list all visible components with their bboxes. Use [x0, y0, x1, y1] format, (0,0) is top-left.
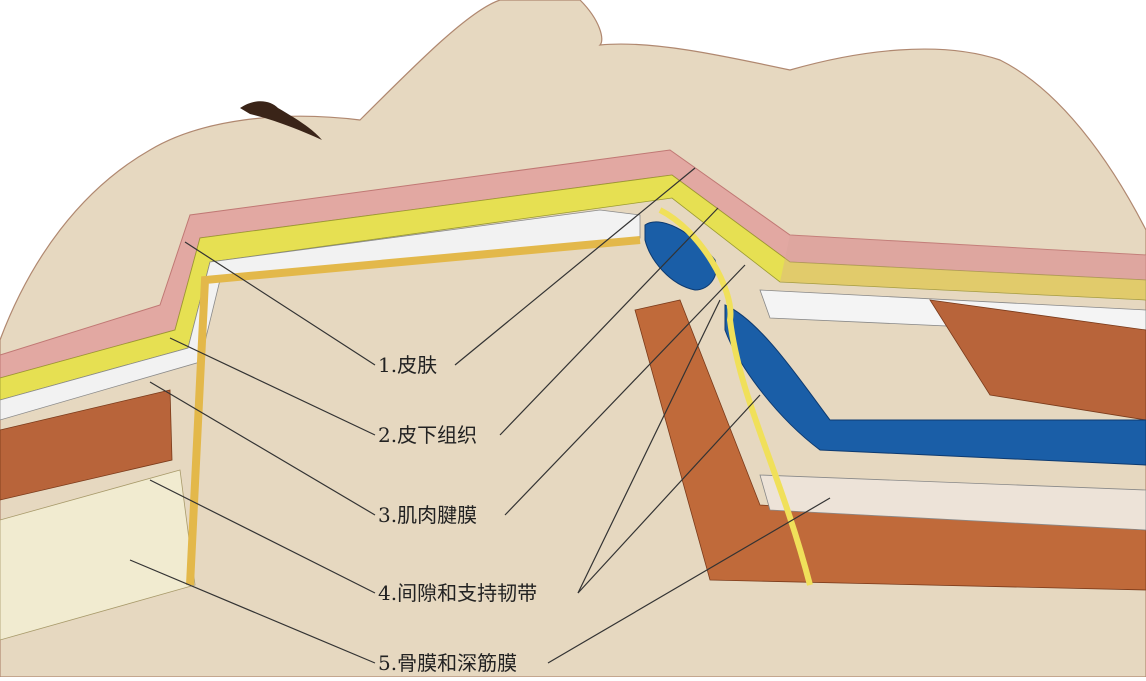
periosteum-left: [186, 236, 641, 586]
muscle-right: [929, 299, 1146, 421]
label-periosteum-deep-fascia: 5.骨膜和深筋膜: [378, 651, 518, 675]
label-skin: 1.皮肤: [378, 353, 438, 377]
muscle-left: [0, 389, 173, 501]
label-spaces-ligaments: 4.间隙和支持韧带: [378, 581, 538, 605]
fascia-layer: [0, 209, 641, 421]
bone-region-left: [0, 469, 196, 641]
muscle-lower: [634, 299, 1146, 591]
nerve-line: [658, 207, 813, 586]
label-muscle-aponeurosis: 3.肌肉腱膜: [378, 503, 478, 527]
deep-fascia-right: [759, 474, 1146, 531]
leader-lines: [129, 167, 831, 664]
label-subcutaneous-tissue: 2.皮下组织: [378, 423, 478, 447]
fat-pad-upper: [644, 221, 717, 291]
eyebrow-shape: [240, 101, 322, 140]
skin-layer-right: [780, 235, 1146, 300]
fat-pad-lower: [724, 304, 1146, 466]
